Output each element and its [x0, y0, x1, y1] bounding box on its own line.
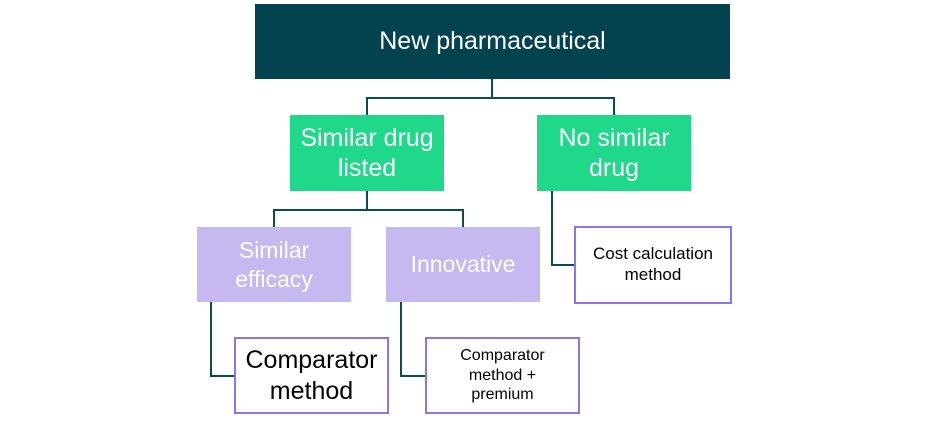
- similar-drug-to-children-connector: [273, 191, 464, 227]
- similar-drug-listed-node: Similar drug listed: [290, 115, 444, 191]
- innovative-to-premium-connector: [400, 302, 425, 377]
- similar-efficacy-to-comparator-connector: [210, 302, 234, 377]
- comparator-method-premium-node: Comparator method + premium: [425, 337, 580, 414]
- new-pharmaceutical-node: New pharmaceutical: [255, 4, 730, 79]
- cost-calculation-method-node: Cost calculation method: [574, 226, 732, 304]
- no-similar-drug-node: No similar drug: [537, 115, 691, 191]
- comparator-method-node: Comparator method: [234, 337, 389, 414]
- no-similar-to-cost-connector: [551, 191, 574, 266]
- root-to-level-two-connector: [366, 79, 615, 115]
- similar-efficacy-node: Similar efficacy: [197, 227, 351, 302]
- innovative-node: Innovative: [386, 227, 540, 302]
